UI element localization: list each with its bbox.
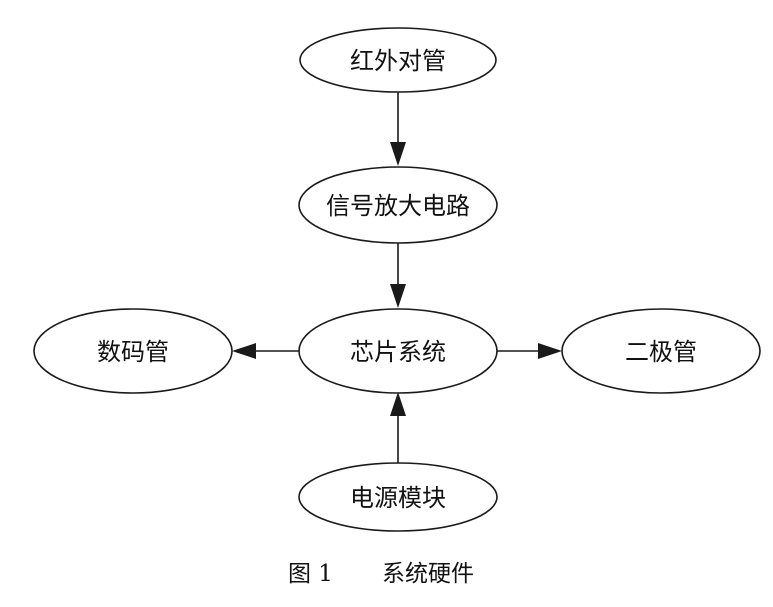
edge-power-to-chip [390,392,406,463]
arrow-head [390,142,406,166]
node-amplifier: 信号放大电路 [298,166,498,244]
edges [232,92,562,463]
node-led-label: 二极管 [625,338,697,366]
node-led: 二极管 [561,308,761,394]
node-amplifier-label: 信号放大电路 [326,192,470,220]
node-chip: 芯片系统 [298,308,498,394]
edge-chip-to-led [497,343,562,359]
arrow-head [390,284,406,308]
node-display: 数码管 [33,308,233,394]
node-infrared-label: 红外对管 [350,47,446,75]
edge-infrared-to-amplifier [390,92,406,166]
node-power-label: 电源模块 [350,484,446,512]
caption-title: 系统硬件 [382,561,474,587]
node-display-label: 数码管 [97,338,169,366]
node-infrared: 红外对管 [299,27,497,93]
arrow-head [232,343,256,359]
figure-caption: 图 1 系统硬件 [288,561,474,587]
arrow-head [538,343,562,359]
edge-amplifier-to-chip [390,243,406,308]
caption-number: 图 1 [288,561,333,587]
node-chip-label: 芯片系统 [350,338,446,366]
node-power: 电源模块 [298,462,498,532]
edge-chip-to-display [232,343,299,359]
arrow-head [390,392,406,416]
